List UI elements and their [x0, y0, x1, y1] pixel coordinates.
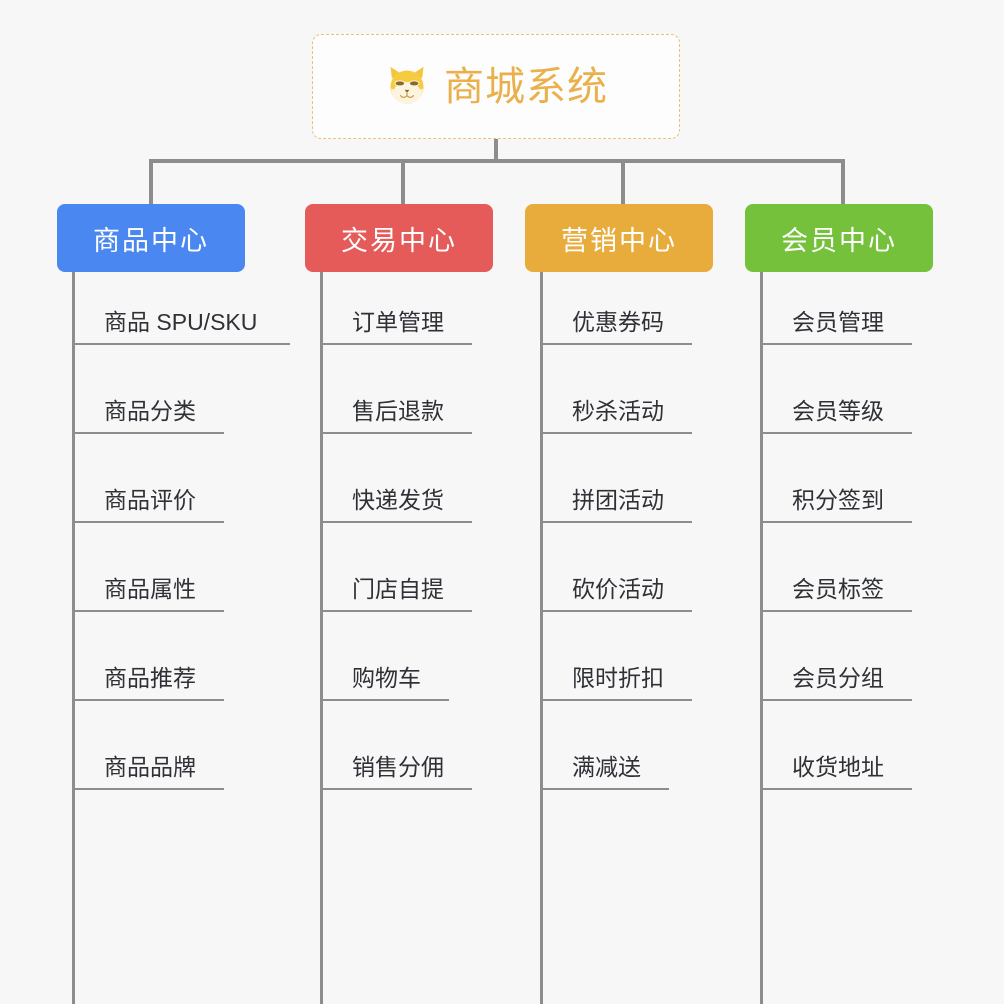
leaf-label: 订单管理 [352, 309, 444, 335]
leaf-label: 满减送 [572, 754, 641, 780]
leaf-item[interactable]: 收货地址 [760, 754, 912, 790]
branch-header-4[interactable]: 会员中心 [745, 204, 933, 272]
leaf-item[interactable]: 秒杀活动 [540, 398, 692, 434]
leaf-item[interactable]: 订单管理 [320, 309, 472, 345]
leaf-label: 会员等级 [792, 398, 884, 424]
leaf-label: 商品属性 [104, 576, 196, 602]
root-node[interactable]: 商城系统 [312, 34, 680, 139]
branch-header-1[interactable]: 商品中心 [57, 204, 245, 272]
branch-column-4: 会员中心 会员管理 会员等级 积分签到 会员标签 会员分组 收货地址 [745, 204, 933, 1004]
branch-column-3: 营销中心 优惠券码 秒杀活动 拼团活动 砍价活动 限时折扣 满减送 [525, 204, 713, 1004]
leaf-label: 限时折扣 [572, 665, 664, 691]
leaf-item[interactable]: 会员标签 [760, 576, 912, 612]
leaf-item[interactable]: 砍价活动 [540, 576, 692, 612]
leaf-label: 会员管理 [792, 309, 884, 335]
leaf-item[interactable]: 商品评价 [72, 487, 224, 523]
leaf-label: 商品 SPU/SKU [104, 309, 258, 335]
leaf-item[interactable]: 积分签到 [760, 487, 912, 523]
branch-spine-3 [540, 272, 543, 1004]
branch-column-2: 交易中心 订单管理 售后退款 快递发货 门店自提 购物车 销售分佣 [305, 204, 493, 1004]
branch-label: 交易中心 [341, 225, 457, 256]
leaf-item[interactable]: 优惠券码 [540, 309, 692, 345]
branch-header-3[interactable]: 营销中心 [525, 204, 713, 272]
leaf-label: 积分签到 [792, 487, 884, 513]
branch-label: 商品中心 [93, 225, 209, 256]
leaf-label: 秒杀活动 [572, 398, 664, 424]
connector-drop-1 [149, 159, 153, 205]
leaf-label: 会员分组 [792, 665, 884, 691]
branch-header-2[interactable]: 交易中心 [305, 204, 493, 272]
branch-spine-4 [760, 272, 763, 1004]
leaf-item[interactable]: 售后退款 [320, 398, 472, 434]
leaf-label: 商品品牌 [104, 754, 196, 780]
leaf-item[interactable]: 商品属性 [72, 576, 224, 612]
leaf-label: 拼团活动 [572, 487, 664, 513]
leaf-label: 购物车 [352, 665, 421, 691]
leaf-item[interactable]: 商品推荐 [72, 665, 224, 701]
connector-drop-2 [401, 159, 405, 205]
connector-root-stem [494, 139, 498, 162]
leaf-label: 门店自提 [352, 576, 444, 602]
leaf-item[interactable]: 满减送 [540, 754, 669, 790]
leaf-label: 售后退款 [352, 398, 444, 424]
connector-bus-bar [149, 159, 845, 163]
leaf-label: 销售分佣 [352, 754, 444, 780]
leaf-label: 商品推荐 [104, 665, 196, 691]
leaf-label: 商品评价 [104, 487, 196, 513]
leaf-item[interactable]: 商品品牌 [72, 754, 224, 790]
branch-label: 会员中心 [781, 225, 897, 256]
leaf-label: 会员标签 [792, 576, 884, 602]
branch-label: 营销中心 [561, 225, 677, 256]
leaf-label: 收货地址 [792, 754, 884, 780]
leaf-item[interactable]: 门店自提 [320, 576, 472, 612]
branch-column-1: 商品中心 商品 SPU/SKU 商品分类 商品评价 商品属性 商品推荐 商品品牌 [57, 204, 290, 1004]
leaf-item[interactable]: 会员分组 [760, 665, 912, 701]
leaf-item[interactable]: 销售分佣 [320, 754, 472, 790]
leaf-item[interactable]: 会员管理 [760, 309, 912, 345]
leaf-item[interactable]: 会员等级 [760, 398, 912, 434]
leaf-item[interactable]: 购物车 [320, 665, 449, 701]
leaf-item[interactable]: 商品分类 [72, 398, 224, 434]
branch-spine-2 [320, 272, 323, 1004]
leaf-label: 快递发货 [352, 487, 444, 513]
leaf-label: 优惠券码 [572, 309, 664, 335]
branch-spine-1 [72, 272, 75, 1004]
shiba-dog-icon [384, 64, 430, 110]
root-title: 商城系统 [444, 64, 608, 109]
mindmap-canvas: 商城系统 商品中心 商品 SPU/SKU 商品分类 商品评价 商品属性 商品推荐… [57, 34, 933, 1004]
leaf-item[interactable]: 快递发货 [320, 487, 472, 523]
leaf-label: 砍价活动 [572, 576, 664, 602]
connector-drop-4 [841, 159, 845, 205]
leaf-item[interactable]: 拼团活动 [540, 487, 692, 523]
leaf-item[interactable]: 限时折扣 [540, 665, 692, 701]
leaf-item[interactable]: 商品 SPU/SKU [72, 309, 290, 345]
connector-drop-3 [621, 159, 625, 205]
leaf-label: 商品分类 [104, 398, 196, 424]
